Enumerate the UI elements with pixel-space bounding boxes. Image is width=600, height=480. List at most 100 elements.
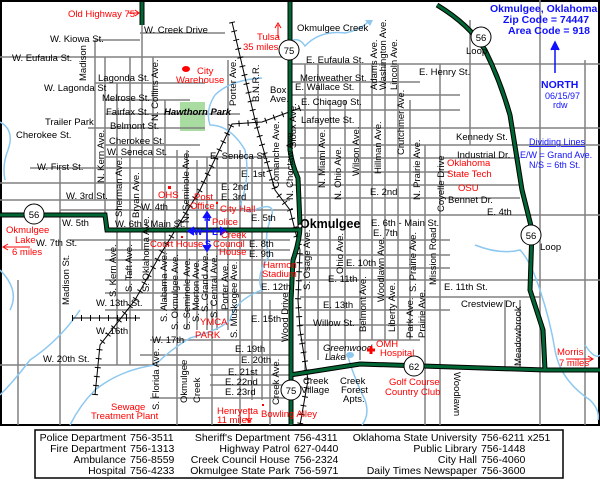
city-center-marker xyxy=(297,223,303,229)
directory-name: City Hall xyxy=(438,454,477,466)
crutchmer-label: Crutchmer Ave. xyxy=(396,90,407,155)
creek-ave-label: Creek Ave. xyxy=(271,359,282,405)
s-grand-label: S. Grand Ave. xyxy=(200,253,211,312)
e-19th-label: E. 19th xyxy=(235,344,265,355)
madison-label: Madison xyxy=(78,45,89,81)
n-prairie-label: N. Prairie Ave. xyxy=(412,139,423,200)
compass-e: E xyxy=(212,227,218,237)
willow-label: Willow St. xyxy=(313,318,355,329)
e-13th-label: E. 13th xyxy=(323,300,353,311)
e-eufaula-label: E. Eufaula St. xyxy=(306,55,364,66)
hospital-cross-icon xyxy=(367,346,375,354)
city-label: Okmulgee, Oklahoma xyxy=(490,3,598,15)
street-labels-vertical: Madison N. Collins Ave. N. Kern Ave. She… xyxy=(61,19,524,416)
osu-label: OSU xyxy=(458,183,479,194)
us75-label: 75 xyxy=(286,386,297,397)
okmulgee-creek-label: Okmulgee Creek xyxy=(297,23,369,34)
w-3rd-label: W. 3rd St. xyxy=(66,191,108,202)
s-alabama-label: S. Alabama Ave. xyxy=(159,252,170,322)
directory-phone: 756-2324 xyxy=(294,454,339,466)
w-5th-label: W. 5th xyxy=(62,218,89,229)
fairfax-label: Fairfax St. xyxy=(106,107,149,118)
porter-n-label: Porter Ave. xyxy=(228,59,239,106)
greenwood1-label: Greenwood xyxy=(323,343,373,354)
pond-icon xyxy=(365,20,373,26)
okmulgee-creek-v1-label: Okmulgee xyxy=(179,360,190,403)
author-label: rdw xyxy=(553,100,568,110)
bryan-label: Bryan Ave. xyxy=(131,172,142,218)
bennet-label: Bennet Dr. xyxy=(448,195,493,206)
box2-label: Ave. xyxy=(270,94,289,105)
w-kiowa-label: W. Kiowa St. xyxy=(50,34,104,45)
sherman-label: Sherman Ave. xyxy=(114,157,125,217)
e-22nd-label: E. 22nd xyxy=(225,377,258,388)
n-collins-label: N. Collins Ave. xyxy=(150,59,161,121)
city-name-label: Okmulgee xyxy=(300,217,360,231)
ew-label: E/W = Grand Ave. xyxy=(520,150,592,160)
e-23rd-label: E. 23rd xyxy=(225,387,256,398)
creek-forest3-label: Apts. xyxy=(343,394,365,405)
lagonda-label: Lagonda St. xyxy=(98,73,149,84)
sh56-label: 56 xyxy=(526,231,537,242)
adams-label: Adams Ave. xyxy=(369,39,380,90)
tulsa1-label: Tulsa xyxy=(257,32,281,43)
e-11th-label: E. 11th xyxy=(328,274,357,285)
golf1-label: Golf Course xyxy=(389,377,440,388)
directory-phone: 627-0440 xyxy=(294,443,339,455)
directory-phone: 756-4233 xyxy=(130,465,175,477)
omh1-label: OMH xyxy=(376,339,398,350)
post-office1-label: Post xyxy=(194,192,213,203)
washington-label: Washington Ave. xyxy=(378,19,389,90)
e-20th-label: E. 20th xyxy=(241,355,271,366)
directory-phone: 756-4311 xyxy=(294,432,338,444)
compass-s: S xyxy=(205,239,211,249)
cherokee-w-label: Cherokee St. xyxy=(16,130,71,141)
meadowbrook-label: Meadowbrook xyxy=(513,306,524,366)
bowling-label: Bowling Alley xyxy=(261,409,317,420)
phone-directory xyxy=(34,429,564,479)
north-arrow-icon xyxy=(550,40,560,73)
arrow-down-icon xyxy=(245,408,253,423)
map-title-block: Okmulgee, Oklahoma Zip Code = 74447 Area… xyxy=(490,3,598,170)
sh56-shield-east: 56 xyxy=(520,224,542,246)
s-oklahoma-label: S. Oklahoma Ave. xyxy=(141,216,152,292)
woodlawn-ave-label: Woodlawn Ave. xyxy=(376,237,387,302)
shields: 75 75 56 56 56 62 xyxy=(23,26,542,401)
directory-phone: 756-5971 xyxy=(294,465,339,477)
directory-name: Public Library xyxy=(413,443,477,455)
e-6th-main-label: E. 6th - Main St. xyxy=(371,218,439,229)
woodlawn-label: Woodlawn xyxy=(451,372,462,416)
compass-icon xyxy=(186,210,228,253)
compass-n: N xyxy=(204,213,211,223)
madison-st-label: Madison St. xyxy=(61,255,72,305)
directory-phone: 756-6211 x251 xyxy=(481,432,550,444)
s-morton-label: S. Morton Ave. xyxy=(191,260,202,322)
us75-label: 75 xyxy=(284,46,295,57)
street-grid xyxy=(0,0,600,425)
crestview-label: Crestview Dr. xyxy=(461,299,517,310)
park-label: PARK xyxy=(195,330,221,341)
directory-name: Oklahoma State University xyxy=(353,432,478,444)
creek-council2-label: Council xyxy=(213,239,245,250)
golf2-label: Country Club xyxy=(385,387,440,398)
ost2-label: State Tech xyxy=(447,169,492,180)
box-label: Box xyxy=(270,85,287,96)
zip-label: Zip Code = 74447 xyxy=(503,14,589,26)
ohio-label: Ohio Ave. xyxy=(335,233,346,274)
w-20th-label: W. 20th St. xyxy=(43,354,89,365)
w-4th-label: W. 4th xyxy=(141,202,168,213)
w-eufaula-label: W. Eufaula St. xyxy=(12,53,72,64)
harmon2-label: Stadium xyxy=(262,269,297,280)
directory-name: Fire Department xyxy=(50,443,126,455)
sioux-label: Sioux Ave. xyxy=(288,103,299,148)
e-21st-label: E. 21st xyxy=(228,367,258,378)
coyelle-label: Coyelle Drive xyxy=(436,156,447,213)
ymca-label: YMCA xyxy=(200,317,228,328)
area-label: Area Code = 918 xyxy=(508,25,590,37)
industrial-label: Industrial Dr. xyxy=(457,150,510,161)
e-8th-label: E. 8th xyxy=(249,239,274,250)
e-henry-label: E. Henry St. xyxy=(419,67,470,78)
directory-name: Highway Patrol xyxy=(219,443,290,455)
w-17th-label: W. 17th xyxy=(152,335,184,346)
